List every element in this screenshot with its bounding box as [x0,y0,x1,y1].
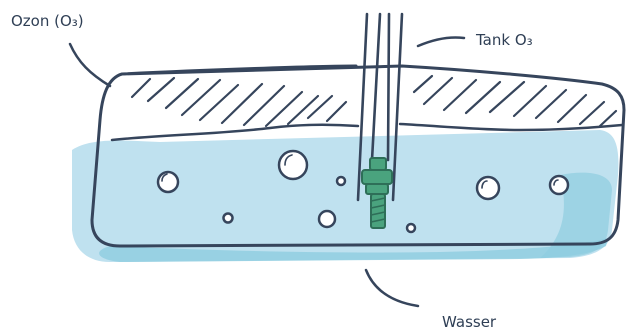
bubble-icon [548,174,570,196]
ozone-label: Ozon (O₃) [11,12,84,30]
ozone-supply-pipe [356,12,404,202]
water-surface-line [110,122,624,142]
tank-callout-line [416,36,466,48]
bubble-icon [317,209,337,229]
water-shadow-right [540,172,612,258]
tank-label: Tank O₃ [476,31,533,49]
bubble-icon [335,175,347,187]
bubble-icon [277,149,309,181]
diffuser-thread [370,197,386,223]
bubble-icon [405,222,417,234]
water-shadow-bottom [99,238,608,262]
water-body [72,130,619,262]
bubble-icon [475,175,501,201]
water-callout-line [364,268,420,308]
diffuser-icon [361,157,393,229]
bubbles [156,149,570,234]
bubble-icon [156,170,180,194]
water-label: Wasser [442,313,497,331]
ozone-callout-line [68,42,112,88]
tank-outline [90,64,626,248]
gas-layer-hatching [130,74,618,128]
bubble-icon [222,212,234,224]
bubble-highlights [161,154,559,189]
